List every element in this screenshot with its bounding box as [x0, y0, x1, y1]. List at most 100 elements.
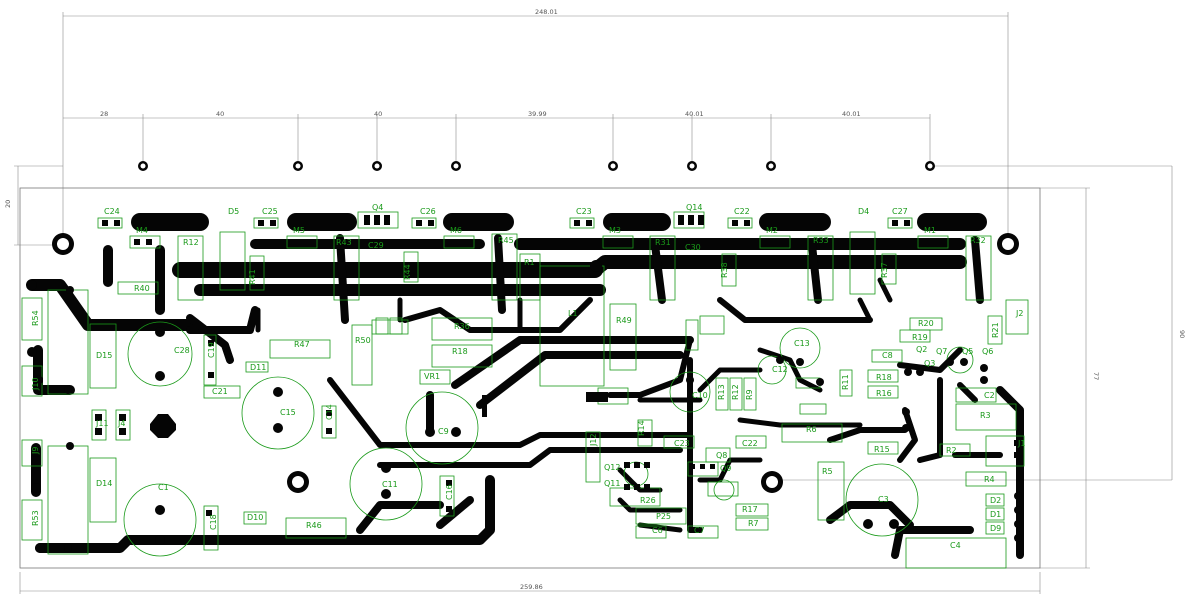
component-label: P25	[656, 512, 671, 521]
dim-right-inner: 77	[1092, 372, 1100, 380]
component-label: D14	[96, 479, 112, 488]
component-label: M1	[924, 226, 936, 235]
component-label: C19	[207, 342, 216, 358]
component-label: D9	[990, 524, 1001, 533]
component-label: Q14	[686, 203, 702, 212]
component-label: R26	[640, 496, 656, 505]
component-label: R9	[745, 389, 754, 400]
component-label: R46	[306, 521, 322, 530]
dimension-labels: 248.01 28 40 40 39.99 40.01 40.01 20 90 …	[4, 8, 1186, 591]
component-label: C10	[692, 391, 708, 400]
component-label: R50	[355, 336, 371, 345]
component-label: R2	[946, 446, 957, 455]
component-label: R49	[616, 316, 632, 325]
component-label: C4	[950, 541, 961, 550]
component-label: R32	[970, 236, 986, 245]
component-label: C24	[104, 207, 120, 216]
component-label: R36	[454, 322, 470, 331]
component-label: J1	[1017, 439, 1025, 448]
component-label: M2	[766, 226, 778, 235]
dim-spacing: 40	[374, 110, 382, 118]
component-label: C15	[280, 408, 296, 417]
component-label: C21	[212, 387, 228, 396]
component-label: C1	[158, 483, 169, 492]
component-label: R5	[822, 467, 833, 476]
component-label: D2	[990, 496, 1001, 505]
component-label: R43	[336, 238, 352, 247]
component-label: C12	[772, 365, 788, 374]
component-label: D10	[247, 513, 263, 522]
dim-spacing: 40.01	[842, 110, 861, 118]
component-label: D1	[990, 510, 1001, 519]
component-label: R13	[717, 384, 726, 400]
component-label: J10	[31, 377, 40, 391]
component-label: C11	[382, 480, 398, 489]
pads	[27, 161, 1022, 553]
component-label: Q3	[924, 359, 935, 368]
component-label: R15	[874, 445, 890, 454]
component-label: C22	[734, 207, 750, 216]
component-label: J9	[31, 447, 40, 455]
component-label: D4	[858, 207, 869, 216]
component-label: Q12	[604, 463, 620, 472]
component-label: Q2	[916, 345, 927, 354]
component-label: J12	[589, 433, 598, 447]
component-label: R12	[183, 238, 199, 247]
component-label: C22	[742, 439, 758, 448]
component-label: R41	[248, 269, 257, 285]
component-label: Q8	[716, 451, 727, 460]
component-label: R20	[918, 319, 934, 328]
component-label: R18	[876, 373, 892, 382]
component-label: M4	[136, 226, 148, 235]
component-label: C30	[685, 243, 701, 252]
component-label: R7	[748, 519, 759, 528]
component-label: L1	[568, 309, 578, 318]
component-label: Q7	[936, 347, 947, 356]
dim-spacing: 28	[100, 110, 108, 118]
component-label: C2	[984, 391, 995, 400]
component-label: R3	[980, 411, 991, 420]
component-label: D5	[228, 207, 239, 216]
component-label: R17	[742, 505, 758, 514]
component-label: VR1	[424, 372, 440, 381]
component-label: Q9	[720, 464, 731, 473]
component-label: R19	[912, 333, 928, 342]
component-label: R47	[294, 340, 310, 349]
component-label: R31	[655, 238, 671, 247]
component-label: C25	[262, 207, 278, 216]
component-label: J2	[1015, 309, 1023, 318]
component-label: R6	[806, 425, 817, 434]
component-label: R18	[452, 347, 468, 356]
copper-traces	[26, 213, 1024, 559]
component-label: C3	[878, 495, 889, 504]
dim-top-total: 248.01	[535, 8, 558, 16]
component-label: R54	[31, 310, 40, 326]
component-label: M3	[609, 226, 621, 235]
component-label: C14	[325, 404, 334, 420]
component-label: R4	[984, 475, 995, 484]
dim-left-side: 20	[4, 200, 12, 208]
dim-spacing: 39.99	[528, 110, 547, 118]
component-label: C13	[794, 339, 810, 348]
component-label: C9	[438, 427, 449, 436]
component-outlines	[21, 211, 1029, 569]
component-label: Q5	[962, 347, 973, 356]
component-label: C28	[174, 346, 190, 355]
component-label: C29	[368, 241, 384, 250]
component-label: C8	[882, 351, 893, 360]
dim-bottom-total: 259.86	[520, 583, 543, 591]
component-label: C23	[674, 439, 690, 448]
component-label: R53	[31, 510, 40, 526]
component-label: C6	[652, 526, 663, 535]
component-label: D15	[96, 351, 112, 360]
component-label: R44	[403, 264, 412, 280]
component-label: R45	[498, 236, 514, 245]
component-label: D11	[250, 363, 266, 372]
component-label: C7	[694, 526, 705, 535]
component-label: R14	[637, 420, 646, 436]
component-label: C16	[445, 484, 454, 500]
component-label: R1	[524, 258, 535, 267]
component-label: R40	[134, 284, 150, 293]
